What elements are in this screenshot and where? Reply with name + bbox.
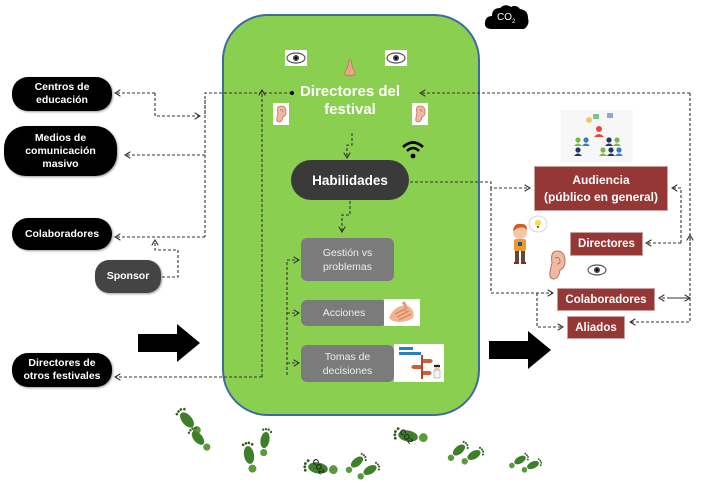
node-label: Audiencia (572, 172, 630, 187)
connector-dot (290, 91, 294, 95)
eye-icon (285, 50, 307, 66)
co2-cloud-icon: CO2 (484, 3, 530, 33)
thinking-boy-icon (508, 215, 548, 267)
co2-label: CO2 (497, 12, 516, 25)
footprint-icon (174, 405, 213, 454)
directors-title: Directores del festival (290, 83, 410, 119)
node-label: comunicación (25, 144, 96, 157)
handshake-icon (384, 299, 420, 326)
node-label: (público en general) (543, 189, 658, 204)
connector (536, 293, 563, 327)
footprint-icon (343, 451, 382, 482)
directors-title-line1: Directores del (299, 83, 401, 100)
connector (490, 188, 553, 293)
directors-title-line2: festival (324, 101, 376, 118)
output-arrow-icon (488, 330, 552, 370)
collaborators-left-node: Colaboradores (12, 218, 112, 250)
connector (286, 260, 299, 375)
node-label: Medios de (34, 131, 87, 144)
skills-node: Habilidades (291, 160, 409, 200)
eye-icon (587, 263, 609, 277)
footprint-icon (241, 427, 273, 474)
skills-label: Habilidades (312, 172, 388, 188)
connector (154, 93, 200, 116)
connector (672, 188, 682, 243)
connector (410, 181, 530, 188)
connector (347, 133, 353, 158)
footprint-icon (507, 452, 544, 475)
node-label: Directores (578, 238, 635, 250)
node-label: Sponsor (106, 270, 150, 282)
ear-icon (273, 103, 289, 125)
node-label: masivo (42, 157, 79, 170)
skill-item: Acciones (301, 300, 387, 326)
node-label: educación (36, 94, 88, 106)
skill-item-label: decisiones (322, 364, 373, 377)
input-arrow-icon (137, 323, 201, 363)
node-label: otros festivales (23, 370, 101, 382)
connector (630, 93, 691, 322)
audience-network-icon (561, 110, 633, 162)
ear-icon (412, 103, 428, 125)
node-label: Centros de (34, 81, 90, 93)
decision-signpost-icon (394, 344, 444, 382)
collaborators-right-node: Colaboradores (557, 288, 655, 311)
connector (342, 201, 351, 232)
sponsor-node: Sponsor (95, 260, 161, 293)
skill-item-label: Gestión vs (322, 246, 373, 259)
wifi-icon (401, 140, 425, 160)
ear-icon (548, 250, 566, 280)
connector (155, 240, 179, 278)
allies-node: Aliados (567, 316, 625, 339)
nose-icon (343, 59, 357, 77)
footprint-icon (445, 439, 486, 467)
node-label: Aliados (575, 321, 617, 334)
node-label: Directores de (28, 357, 96, 369)
audience-node: Audiencia (público en general) (534, 166, 668, 211)
skill-item-label: problemas (322, 260, 372, 273)
skill-item-label: Acciones (322, 307, 366, 319)
skill-item-label: Tomas de (324, 350, 371, 363)
node-label: Colaboradores (24, 227, 100, 240)
eye-icon (385, 50, 407, 66)
node-label: Colaboradores (565, 293, 647, 306)
directors-right-node: Directores (570, 232, 643, 256)
